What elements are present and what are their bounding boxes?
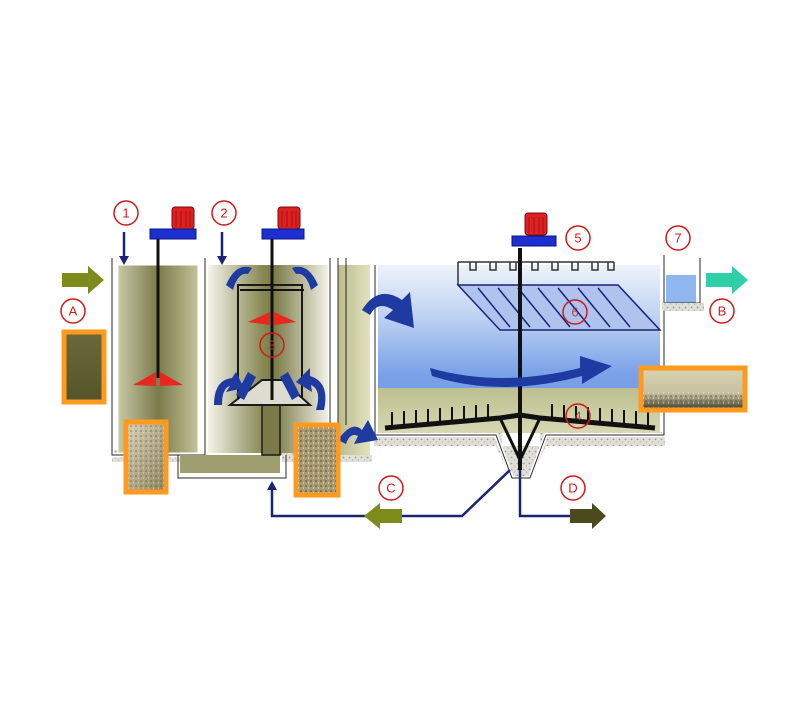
callout-A: A <box>60 298 86 324</box>
callout-4: 4 <box>565 403 591 429</box>
motor-icon <box>149 206 197 240</box>
callout-B: B <box>709 298 735 324</box>
sample-photo-icon <box>123 419 169 495</box>
pipe-arrowheads <box>119 256 277 490</box>
flow-arrow-icon <box>364 503 402 529</box>
callout-1-label: 1 <box>122 206 129 221</box>
flow-arrow-icon <box>62 266 104 294</box>
callout-2-label: 2 <box>220 206 227 221</box>
callout-3: 3 <box>259 332 285 358</box>
callout-3-label: 3 <box>268 338 275 353</box>
treated-water-outlet-box <box>662 255 704 311</box>
sample-photo-icon <box>638 365 748 413</box>
mixer-1 <box>133 238 183 386</box>
callout-1: 1 <box>113 200 139 226</box>
flow-arrow-icon <box>706 266 748 294</box>
sample-photo-icon <box>293 422 341 498</box>
circulation-arrows <box>214 266 612 444</box>
motor-icon <box>511 212 557 247</box>
lamella-lines <box>477 287 631 328</box>
callout-6: 6 <box>562 299 588 325</box>
callout-C: C <box>378 475 404 501</box>
callout-6-label: 6 <box>571 305 578 320</box>
motor-icon <box>261 206 305 240</box>
callout-2: 2 <box>211 200 237 226</box>
scraper-teeth <box>391 404 649 427</box>
flocculation-tank <box>204 258 331 456</box>
callout-7-label: 7 <box>674 231 681 246</box>
callout-D: D <box>560 475 586 501</box>
collection-launders <box>457 261 615 285</box>
callout-5-label: 5 <box>574 231 581 246</box>
callout-D-label: D <box>568 481 577 496</box>
mixer-2-shaft <box>240 238 304 400</box>
callout-5: 5 <box>565 225 591 251</box>
callout-4-label: 4 <box>574 409 581 424</box>
clarifier-tank <box>373 248 666 480</box>
callout-C-label: C <box>386 481 395 496</box>
callout-A-label: A <box>69 304 78 319</box>
sample-photo-icon <box>61 329 107 405</box>
callout-B-label: B <box>718 304 727 319</box>
flow-arrow-icon <box>570 503 606 529</box>
callout-7: 7 <box>665 225 691 251</box>
